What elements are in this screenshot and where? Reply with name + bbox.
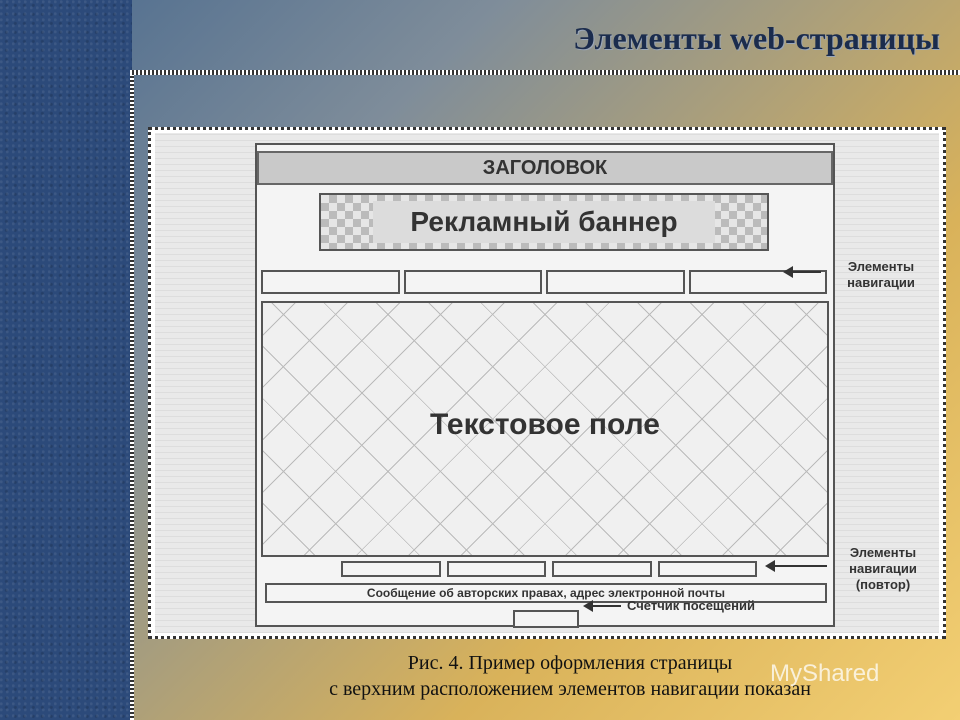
bottom-navigation-row xyxy=(341,561,757,577)
nav-box xyxy=(403,270,542,294)
figure-caption: Рис. 4. Пример оформления страницы с вер… xyxy=(260,650,880,702)
text-field-block: Текстовое поле xyxy=(261,301,829,557)
page-layout: ЗАГОЛОВОК Рекламный баннер Текстовое пол… xyxy=(255,143,835,628)
caption-line-2: с верхним расположением элементов навига… xyxy=(329,678,811,700)
nav-box xyxy=(552,561,652,577)
arrow-icon xyxy=(783,266,821,278)
arrow-icon xyxy=(765,560,827,572)
nav-box xyxy=(446,561,546,577)
caption-line-1: Рис. 4. Пример оформления страницы xyxy=(407,652,733,674)
nav-box xyxy=(657,561,757,577)
text-field-label: Текстовое поле xyxy=(430,408,660,441)
copyright-block: Сообщение об авторских правах, адрес эле… xyxy=(265,583,827,603)
visit-counter-block xyxy=(513,610,579,628)
horizontal-dotted-border xyxy=(130,70,960,75)
nav-box xyxy=(688,270,827,294)
callout-counter: Счетчик посещений xyxy=(627,598,755,613)
ad-banner-block: Рекламный баннер xyxy=(319,193,769,251)
top-navigation-row xyxy=(261,270,827,294)
slide-title: Элементы web-страницы xyxy=(573,20,940,56)
ad-banner-label: Рекламный баннер xyxy=(373,201,715,243)
nav-box xyxy=(261,270,400,294)
arrow-icon xyxy=(583,600,621,612)
callout-nav-top: Элементы навигации xyxy=(847,259,915,290)
watermark-logo: MyShared xyxy=(770,660,880,687)
header-block: ЗАГОЛОВОК xyxy=(257,151,833,185)
left-decorative-strip xyxy=(0,0,132,720)
nav-box xyxy=(546,270,685,294)
vertical-dotted-border xyxy=(130,70,134,720)
figure-scan: ЗАГОЛОВОК Рекламный баннер Текстовое пол… xyxy=(155,133,939,633)
nav-box xyxy=(341,561,441,577)
callout-nav-bottom: Элементы навигации (повтор) xyxy=(849,545,917,592)
